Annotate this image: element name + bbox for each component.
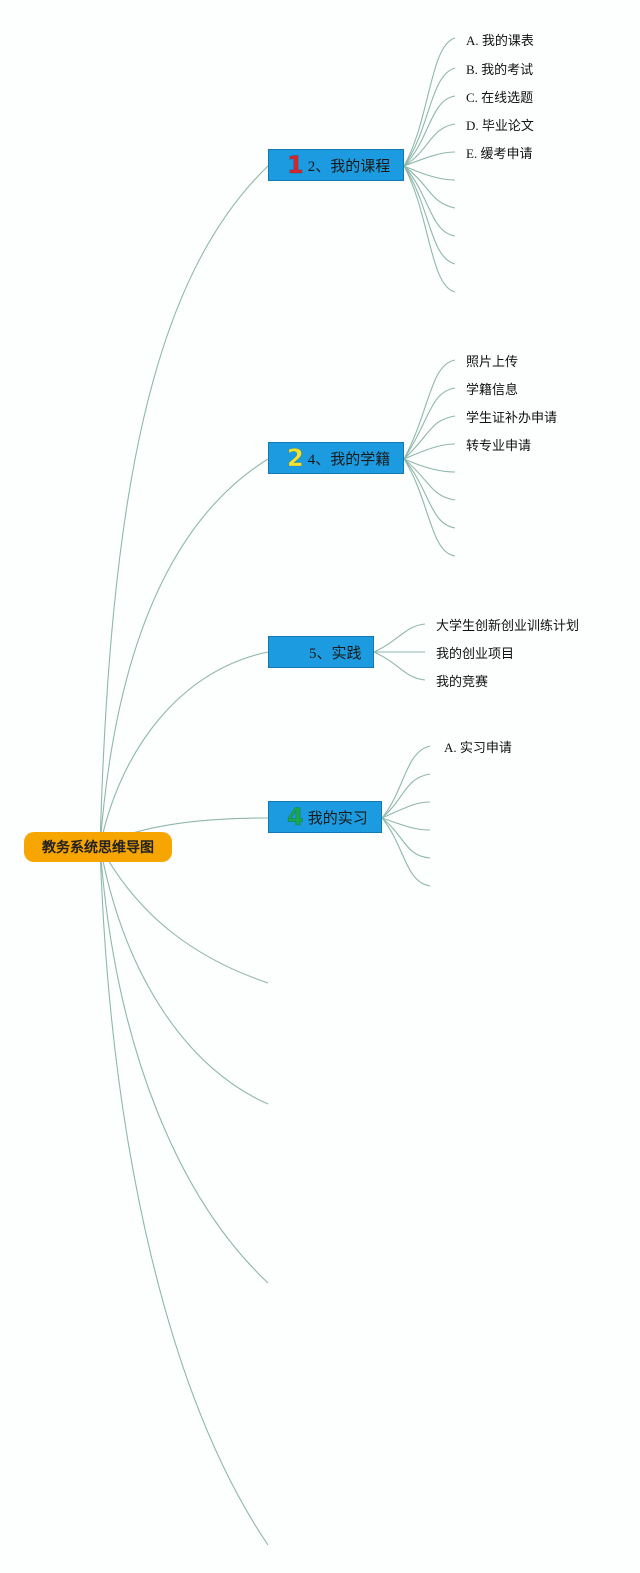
leaf-item[interactable]: 转专业申请 (466, 438, 532, 453)
connector (99, 845, 269, 984)
leaf-item[interactable]: A. 实习申请 (444, 740, 512, 755)
connector (99, 845, 269, 1546)
number-four-icon: 4 (287, 803, 304, 831)
leaf-item[interactable]: B. 我的考试 (466, 62, 534, 77)
branch-label: 5、实践 (309, 645, 362, 662)
connector (403, 359, 456, 460)
connector (381, 817, 431, 859)
branch-label: 2、我的课程 (307, 158, 391, 175)
leaf-item[interactable]: 照片上传 (466, 354, 519, 369)
connector (403, 165, 456, 237)
connector (403, 443, 456, 460)
connector (381, 817, 431, 831)
number-two-icon: 2 (287, 444, 304, 472)
leaf-item[interactable]: 大学生创新创业训练计划 (436, 618, 580, 633)
connector (403, 458, 456, 529)
leaf-item[interactable]: 学籍信息 (466, 382, 519, 397)
connector (403, 67, 456, 167)
leaf-item[interactable]: 我的竞赛 (436, 674, 489, 689)
connector (99, 165, 269, 847)
connector (403, 95, 456, 167)
leaf-item[interactable]: D. 毕业论文 (466, 118, 534, 133)
connector (403, 387, 456, 460)
connector (99, 458, 269, 847)
connector (403, 415, 456, 460)
leaf-item[interactable]: 我的创业项目 (436, 646, 515, 661)
root-node[interactable]: 教务系统思维导图 (24, 832, 172, 862)
leaf-item[interactable]: 学生证补办申请 (466, 410, 558, 425)
connector (99, 651, 269, 847)
branch-my-courses[interactable]: 1 2、我的课程 (268, 149, 404, 181)
connector (373, 623, 426, 653)
connector (403, 458, 456, 501)
connector (403, 165, 456, 265)
connector (381, 773, 431, 819)
connector (381, 801, 431, 819)
connector (403, 37, 456, 167)
leaf-item[interactable]: A. 我的课表 (466, 33, 534, 48)
number-one-icon: 1 (287, 151, 304, 179)
connector (403, 151, 456, 167)
connector (403, 458, 456, 473)
root-label: 教务系统思维导图 (42, 840, 154, 856)
connector (381, 817, 431, 887)
branch-label: 4、我的学籍 (307, 451, 391, 468)
connector (403, 165, 456, 209)
connector (403, 123, 456, 167)
connector (99, 845, 269, 1105)
leaf-item[interactable]: C. 在线选题 (466, 90, 534, 105)
connector (403, 165, 456, 293)
connector (403, 165, 456, 181)
branch-my-internship[interactable]: 4 我的实习 (268, 801, 382, 833)
connector (99, 845, 269, 1284)
connector (403, 458, 456, 557)
leaf-item[interactable]: E. 缓考申请 (466, 146, 533, 161)
branch-label: 我的实习 (307, 810, 368, 827)
branch-my-student-status[interactable]: 2 4、我的学籍 (268, 442, 404, 474)
branch-practice[interactable]: 5、实践 (268, 636, 374, 668)
connector (373, 651, 426, 681)
connector (381, 745, 431, 819)
